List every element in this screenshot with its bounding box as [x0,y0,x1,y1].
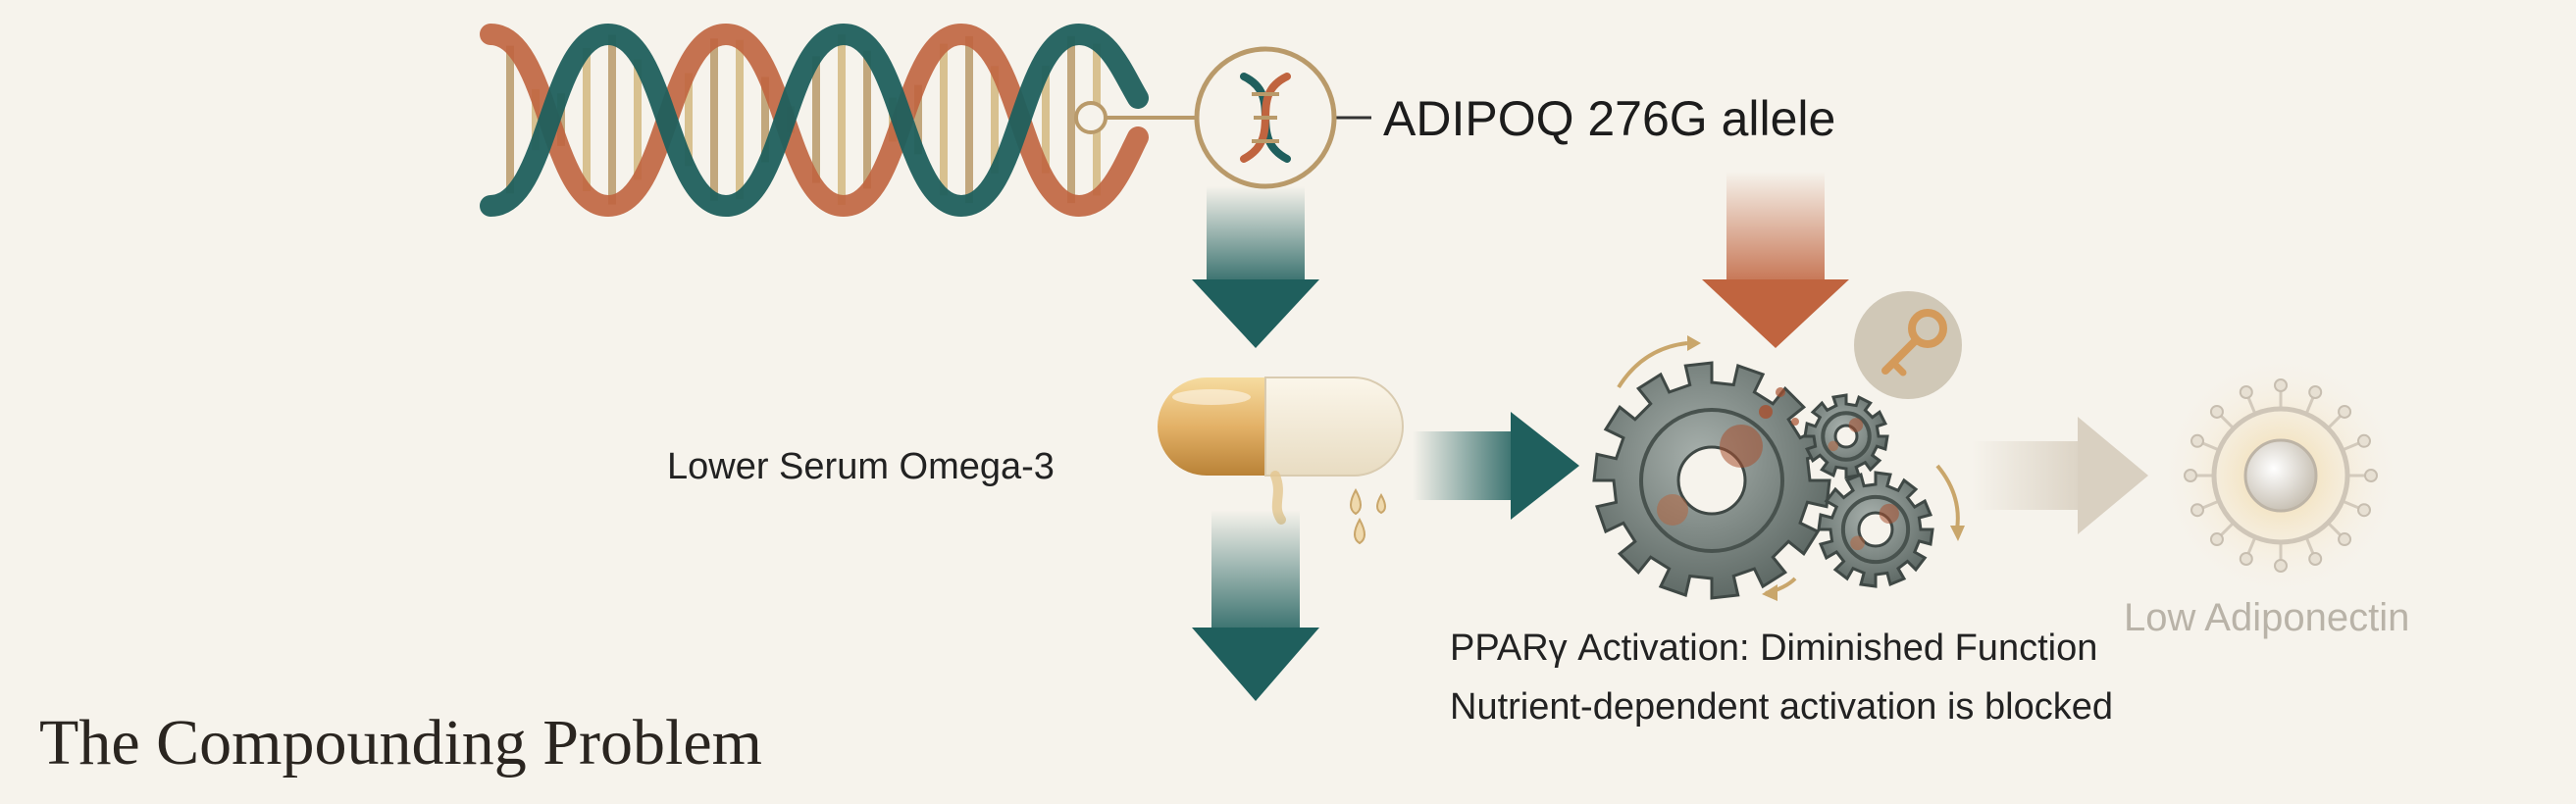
arrow-ppar-to-adiponectin [1972,417,2148,534]
gene-label: ADIPOQ 276G allele [1383,91,1836,146]
cell-receptor [2338,404,2352,419]
cell-receptor [2239,385,2253,400]
page-title: The Compounding Problem [39,707,762,779]
cell-receptor [2274,378,2288,392]
cell-receptor [2190,433,2205,448]
cell-receptor [2356,503,2371,518]
gene-connector [1074,101,1371,134]
cell-receptor [2239,551,2253,566]
cell-receptor [2184,469,2197,482]
cell-receptor [2308,385,2323,400]
dna-icon [1194,46,1337,189]
cell-receptor [2274,559,2288,573]
ppar-title: PPARγ Activation: Diminished Function [1450,628,2098,669]
key-icon [1854,291,1962,399]
cell-receptor [2190,503,2205,518]
dna-helix [480,23,1149,218]
cell-receptor [2209,532,2224,547]
capsule-icon [1158,377,1404,545]
dna-base-pairs [506,34,1101,205]
ppar-subtitle: Nutrient-dependent activation is blocked [1450,686,2113,728]
arrow-gene-to-omega [1192,186,1319,348]
cell-receptor [2364,469,2378,482]
cell-receptor [2338,532,2352,547]
rusty-gears-icon [1592,335,1965,601]
arrow-omega-to-ppar [1413,412,1579,520]
arrow-gene-to-ppar [1702,172,1849,348]
cell-icon [2158,353,2403,598]
cell-receptor [2209,404,2224,419]
adiponectin-label: Low Adiponectin [2124,596,2410,639]
arrow-omega-down [1192,510,1319,701]
omega-label: Lower Serum Omega-3 [667,446,1055,487]
cell-receptor [2308,551,2323,566]
cell-receptor [2356,433,2371,448]
